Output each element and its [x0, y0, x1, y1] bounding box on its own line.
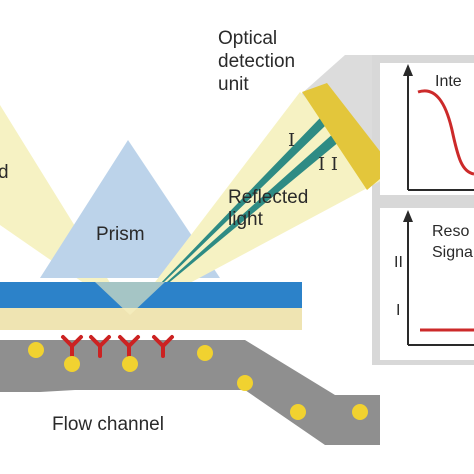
intensity-plot-title: Inte	[435, 73, 462, 90]
particle	[28, 342, 44, 358]
reflected-beam-outer	[130, 118, 325, 315]
beam-marker-inner: I I	[318, 154, 338, 175]
beam-marker-outer: I	[288, 130, 295, 151]
flow-channel-label: Flow channel	[52, 414, 164, 435]
particle	[237, 375, 253, 391]
detector-sensor	[302, 83, 393, 190]
resonance-plot-title-line1: Reso	[432, 223, 469, 240]
prism	[40, 140, 220, 278]
optical-detection-unit-label-line1: Optical	[218, 28, 277, 49]
intensity-curve	[417, 89, 474, 176]
resonance-y-arrow	[403, 210, 413, 222]
optical-detection-unit-label-line3: unit	[218, 74, 249, 95]
antibody	[152, 335, 174, 358]
antibody	[61, 335, 83, 358]
incident-light-spot	[95, 282, 165, 315]
antibody	[89, 335, 111, 358]
optical-detection-unit-label-line2: detection	[218, 51, 295, 72]
particle	[64, 356, 80, 372]
particle	[122, 356, 138, 372]
resonance-level-upper: II	[394, 254, 403, 271]
gold-film	[0, 308, 302, 330]
flow-channel	[0, 340, 380, 445]
resonance-plot-title-line2: Signa	[432, 244, 473, 261]
intensity-plot-area	[380, 63, 474, 195]
resonance-plot-area	[380, 208, 474, 360]
analyte-particles	[28, 342, 368, 420]
particle	[290, 404, 306, 420]
resonance-signal-plot: Reso Signa II I	[380, 208, 474, 360]
particle	[352, 404, 368, 420]
reflected-light-label-line1: Reflected	[228, 187, 308, 208]
intensity-y-arrow	[403, 64, 413, 76]
particle	[197, 345, 213, 361]
intensity-plot: Inte	[380, 63, 474, 195]
antibody	[118, 335, 140, 358]
reflected-light-label-line2: light	[228, 209, 264, 230]
reflected-beam-inner	[130, 132, 340, 315]
resonance-level-lower: I	[396, 302, 400, 319]
incident-light-label-fragment: d	[0, 162, 9, 183]
prism-label: Prism	[96, 224, 145, 245]
antibodies	[61, 335, 174, 358]
